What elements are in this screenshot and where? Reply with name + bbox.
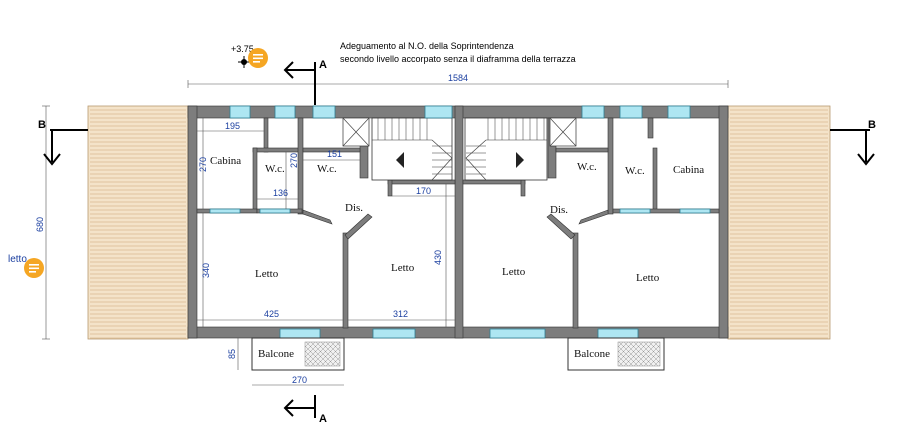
note-line-2: secondo livello accorpato senza il diafr…	[340, 54, 576, 64]
section-label-a-bottom: A	[319, 413, 327, 425]
section-cut-a	[283, 61, 316, 418]
room-wc1-right: W.c.	[577, 161, 597, 173]
annotation-letto: letto	[8, 254, 27, 265]
room-letto1-right: Letto	[502, 266, 526, 278]
dim-total-height: 680	[35, 217, 45, 232]
dim-425: 425	[264, 309, 279, 319]
dim-170: 170	[416, 186, 431, 196]
elevation-marker	[238, 56, 250, 68]
comment-pin-left[interactable]	[24, 258, 44, 278]
room-wc2-right: W.c.	[625, 165, 645, 177]
dim-430: 430	[433, 250, 443, 265]
staircase-right	[464, 117, 548, 181]
room-dis-left: Dis.	[345, 202, 363, 214]
dim-136: 136	[273, 188, 288, 198]
room-dis-right: Dis.	[550, 204, 568, 216]
exterior-walls	[187, 105, 729, 339]
room-cabina-left: Cabina	[210, 155, 241, 167]
dim-195: 195	[225, 121, 240, 131]
shaft-left	[342, 117, 370, 147]
section-label-a-top: A	[319, 59, 327, 71]
section-label-b-right: B	[868, 119, 876, 131]
balcony-right	[567, 337, 665, 371]
room-balcone-right: Balcone	[574, 348, 610, 360]
room-wc2-left: W.c.	[317, 163, 337, 175]
dim-151: 151	[327, 149, 342, 159]
dim-270-balcony: 270	[292, 375, 307, 385]
dim-340: 340	[201, 263, 211, 278]
terrace-left	[87, 105, 189, 340]
note-line-1: Adeguamento al N.O. della Soprintendenza	[340, 41, 514, 51]
room-balcone-left: Balcone	[258, 348, 294, 360]
dimension-lines	[42, 80, 729, 386]
staircase-left	[371, 117, 453, 181]
comment-pin-top[interactable]	[248, 48, 268, 68]
windows	[209, 105, 711, 339]
section-cut-b	[43, 129, 875, 166]
terrace-right	[727, 105, 831, 340]
dim-312: 312	[393, 309, 408, 319]
interior-walls-right	[462, 117, 720, 329]
room-letto2-left: Letto	[391, 262, 415, 274]
dim-270-left: 270	[198, 157, 208, 172]
room-letto2-right: Letto	[636, 272, 660, 284]
dim-85: 85	[227, 349, 237, 359]
room-cabina-right: Cabina	[673, 164, 704, 176]
section-label-b-left: B	[38, 119, 46, 131]
room-wc1-left: W.c.	[265, 163, 285, 175]
dim-total-width: 1584	[448, 73, 468, 83]
room-letto1-left: Letto	[255, 268, 279, 280]
dim-270-wc: 270	[289, 153, 299, 168]
shaft-right	[549, 117, 577, 147]
balcony-left	[251, 337, 345, 371]
elevation-label: +3.75	[231, 44, 254, 54]
